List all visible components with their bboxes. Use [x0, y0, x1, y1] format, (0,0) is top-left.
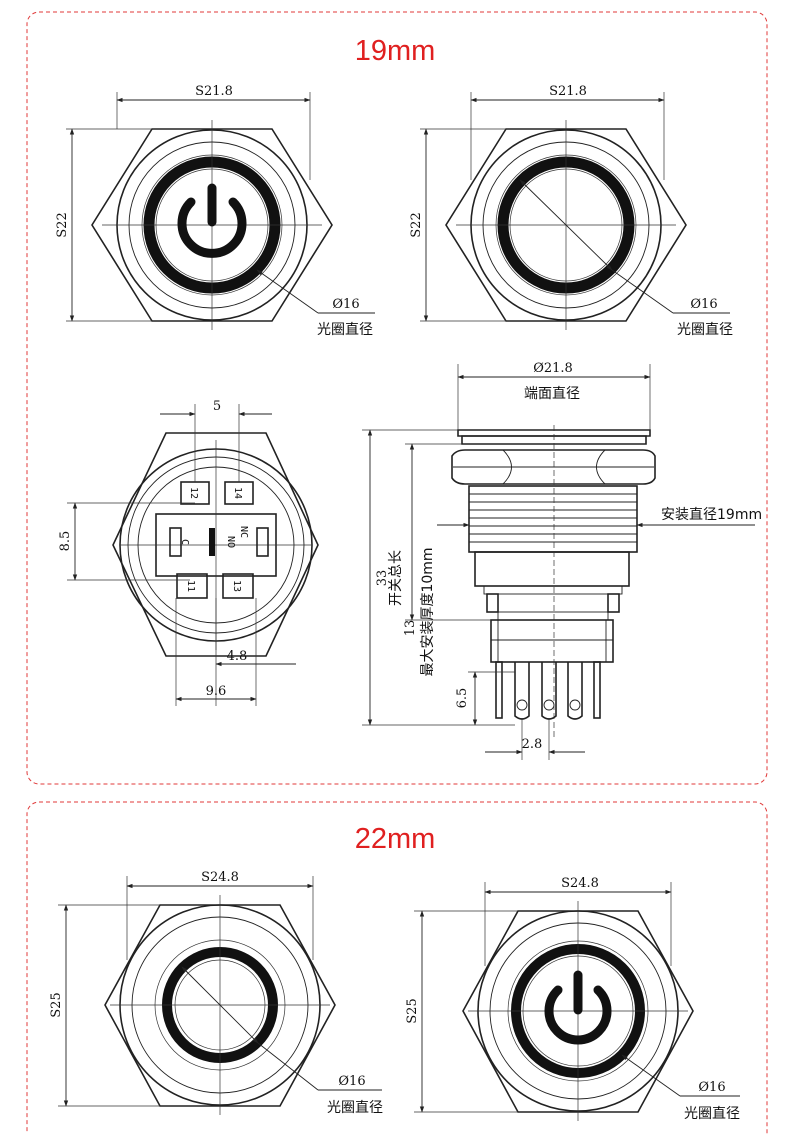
ring-caption: 光圈直径	[327, 1099, 383, 1116]
thread	[469, 493, 637, 543]
pin-13: 13	[222, 573, 254, 599]
svg-text:NC: NC	[238, 526, 249, 538]
front-view-19mm-plain: S21.8 S22 Ø16 光圈直径	[409, 84, 733, 338]
width-label: S24.8	[561, 876, 599, 891]
ring-label: Ø16	[332, 297, 359, 312]
ring-label: Ø16	[690, 297, 717, 312]
pin-length-dim: 6.5	[455, 688, 470, 709]
power-icon	[544, 970, 612, 1045]
contact-nc: NC	[238, 526, 269, 557]
panel-22mm-title: 22mm	[355, 823, 436, 855]
width-label: S21.8	[549, 84, 587, 99]
width-label: S21.8	[195, 84, 233, 99]
total-length-caption: 开关总长	[388, 550, 404, 606]
svg-text:11: 11	[185, 580, 196, 592]
ring-caption: 光圈直径	[677, 321, 733, 338]
height-label: S22	[409, 212, 424, 237]
power-icon	[177, 183, 247, 258]
install-dim: 13	[403, 620, 418, 637]
contact-c: C	[169, 527, 190, 557]
pin-offset-dim: 4.8	[227, 649, 248, 664]
led-terminal	[209, 528, 215, 556]
pin-11: 11	[176, 573, 208, 599]
total-length-dim: 33	[375, 570, 390, 587]
head-diameter-caption: 端面直径	[524, 385, 580, 402]
rear-view-19mm: 12 14 11 13 C NO NC 5	[58, 399, 319, 706]
width-label: S24.8	[201, 870, 239, 885]
terminal-pins	[495, 661, 601, 720]
pin-12: 12	[180, 481, 210, 505]
contact-no: NO	[225, 536, 236, 548]
height-label: S22	[55, 212, 70, 237]
front-view-19mm-power: S21.8 S22 Ø16 光圈直径	[55, 84, 375, 338]
pin-spacing-side: 8.5	[58, 531, 73, 552]
panel-19mm-title: 19mm	[355, 35, 436, 67]
pin-spacing-top: 5	[213, 399, 221, 414]
front-view-22mm-plain: S24.8 S25 Ø16 光圈直径	[49, 870, 383, 1116]
svg-text:C: C	[179, 539, 190, 545]
pin-width-dim: 9.6	[206, 684, 227, 699]
svg-text:14: 14	[232, 487, 243, 499]
svg-text:12: 12	[188, 487, 199, 499]
svg-text:13: 13	[231, 580, 242, 592]
ring-caption: 光圈直径	[317, 321, 373, 338]
height-label: S25	[49, 992, 64, 1017]
ring-label: Ø16	[698, 1080, 725, 1095]
pin-14: 14	[224, 481, 254, 505]
thread-caption: 安装直径19mm	[661, 506, 762, 523]
height-label: S25	[405, 998, 420, 1023]
front-view-22mm-power: S24.8 S25 Ø16 光圈直径	[405, 876, 740, 1122]
panel-22mm-frame	[26, 801, 768, 1134]
pin-pitch-dim: 2.8	[522, 737, 543, 752]
ring-label: Ø16	[338, 1074, 365, 1089]
svg-text:NO: NO	[225, 536, 236, 548]
side-view-19mm: Ø21.8 端面直径 安装直径19mm 33 开关总长 13 最大安装厚度10m…	[362, 361, 762, 760]
head-diameter-dim: Ø21.8	[533, 361, 573, 376]
panel-19mm-frame	[26, 11, 768, 785]
ring-caption: 光圈直径	[684, 1105, 740, 1122]
install-caption: 最大安装厚度10mm	[420, 547, 436, 676]
